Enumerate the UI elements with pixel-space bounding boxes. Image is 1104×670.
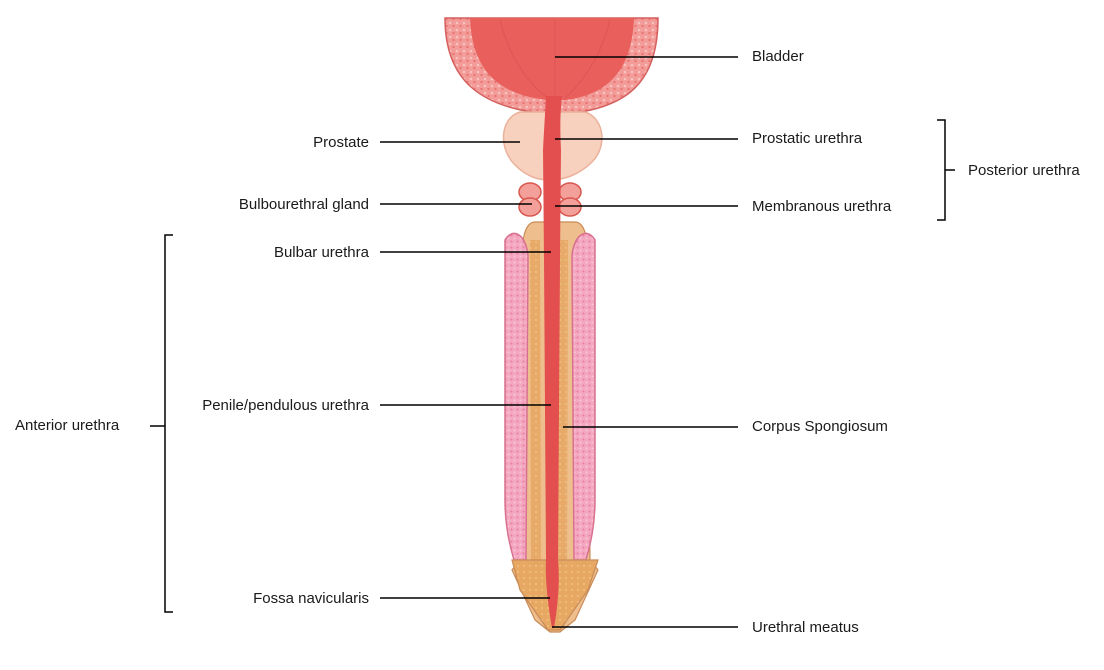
label-membranous-urethra: Membranous urethra	[752, 198, 891, 216]
posterior-bracket	[937, 120, 955, 220]
label-fossa-navicularis: Fossa navicularis	[253, 590, 369, 608]
label-prostate: Prostate	[313, 134, 369, 152]
label-urethral-meatus: Urethral meatus	[752, 619, 859, 637]
label-prostatic-urethra: Prostatic urethra	[752, 130, 862, 148]
anterior-bracket	[150, 235, 173, 612]
label-bladder: Bladder	[752, 48, 804, 66]
label-bulbourethral-gland: Bulbourethral gland	[239, 196, 369, 214]
label-posterior-urethra: Posterior urethra	[968, 162, 1080, 180]
label-penile-urethra: Penile/pendulous urethra	[202, 397, 369, 415]
label-corpus-spongiosum: Corpus Spongiosum	[752, 418, 888, 436]
label-bulbar-urethra: Bulbar urethra	[274, 244, 369, 262]
label-anterior-urethra: Anterior urethra	[15, 417, 119, 435]
